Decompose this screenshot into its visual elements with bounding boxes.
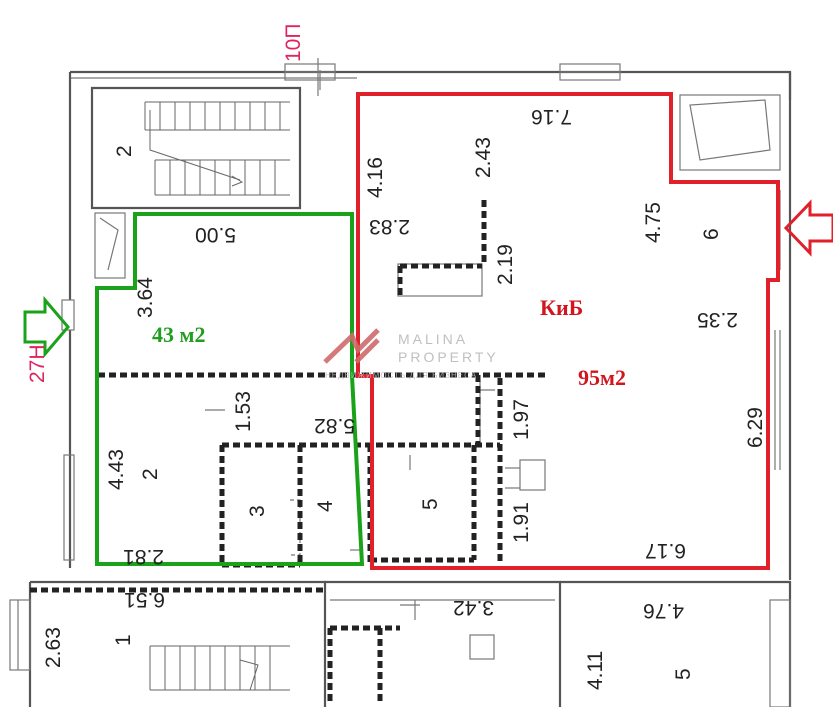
- entrance-arrow-right-icon: [783, 199, 833, 257]
- dim-191: 1.91: [510, 502, 533, 543]
- room-2-green: 2: [139, 468, 162, 480]
- dim-500: 5.00: [195, 223, 236, 246]
- watermark-brand-1: MALINA: [398, 331, 468, 347]
- dim-364: 3.64: [134, 277, 157, 318]
- stairs-top: [144, 101, 290, 196]
- dim-476: 4.76: [643, 599, 684, 622]
- marker-left: 27Н: [26, 344, 49, 383]
- green-zone-outline: [95, 212, 365, 566]
- room-2-top: 2: [113, 145, 136, 157]
- stairs-bottom: [149, 645, 290, 691]
- room-numbers: 2 6 2 3 4 5 1 5: [112, 145, 723, 680]
- room-6: 6: [700, 228, 723, 240]
- hatched-walls: [30, 200, 545, 705]
- dim-411: 4.11: [584, 651, 607, 690]
- room-4: 4: [314, 500, 337, 512]
- dim-617: 6.17: [645, 539, 686, 562]
- entrance-arrow-left-icon: [23, 295, 70, 359]
- dim-235: 2.35: [697, 308, 738, 331]
- dim-219: 2.19: [494, 244, 517, 285]
- marker-top: 10П: [282, 24, 305, 62]
- watermark-brand-2: PROPERTY: [398, 349, 499, 365]
- dim-243: 2.43: [472, 137, 495, 178]
- room-1: 1: [112, 634, 135, 646]
- dim-416: 4.16: [364, 157, 387, 198]
- dim-582: 5.82: [314, 414, 355, 437]
- room-3: 3: [246, 505, 269, 517]
- dim-342: 3.42: [453, 596, 494, 619]
- dim-263: 2.63: [42, 627, 65, 668]
- dim-281: 2.81: [123, 545, 164, 568]
- dim-197: 1.97: [510, 399, 533, 440]
- red-zone-outline: [356, 92, 780, 570]
- red-zone-title: КиБ: [540, 295, 583, 320]
- dim-443: 4.43: [105, 449, 128, 490]
- dimension-labels: 7.16 4.16 2.43 2.83 2.19 4.75 2.35 6.29 …: [42, 105, 767, 690]
- watermark-tagline: НЕДВИЖИМОСТЬ ДЛЯ БИЗНЕСА: [325, 371, 477, 380]
- dim-475: 4.75: [642, 202, 665, 243]
- dim-716: 7.16: [531, 105, 572, 128]
- watermark: MALINA PROPERTY НЕДВИЖИМОСТЬ ДЛЯ БИЗНЕСА: [323, 328, 499, 380]
- room-5-bottom: 5: [672, 668, 695, 680]
- dim-629: 6.29: [744, 407, 767, 448]
- red-area-label: 95м2: [578, 365, 626, 390]
- green-area-label: 43 м2: [152, 322, 206, 347]
- dim-153: 1.53: [232, 391, 255, 432]
- dim-283: 2.83: [369, 215, 410, 238]
- dim-651: 6.51: [124, 588, 165, 611]
- room-5-mid: 5: [419, 498, 442, 510]
